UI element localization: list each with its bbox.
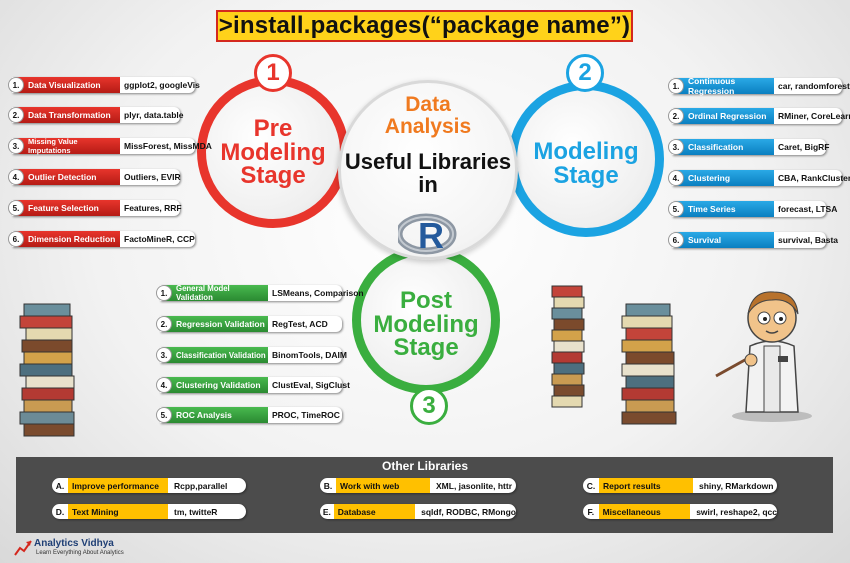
list-item: D. Text Mining tm, twitteR xyxy=(52,504,246,519)
stage-2-badge: 2 xyxy=(566,54,604,92)
list-item: 6. Survival survival, Basta xyxy=(668,232,838,248)
list-item: F. Miscellaneous swirl, reshape2, qcc xyxy=(583,504,777,519)
brand-name: Analytics Vidhya xyxy=(34,538,114,549)
list-item: E. Database sqldf, RODBC, RMongo xyxy=(320,504,516,519)
book-stack-illustration-middle xyxy=(550,284,586,429)
book-stack-illustration-right xyxy=(620,302,680,437)
post-modeling-stage-label: Post Modeling Stage xyxy=(373,287,479,362)
list-item: 1. General Model Validation LSMeans, Com… xyxy=(156,284,364,302)
center-subheading: Useful Libraries in xyxy=(338,150,518,196)
stage-1-badge: 1 xyxy=(254,54,292,92)
list-item: 3. Classification Caret, BigRF xyxy=(668,139,829,155)
page-title: >install.packages(“package name”) xyxy=(216,10,633,42)
teacher-character-illustration xyxy=(712,284,822,429)
center-line-3: Useful Libraries xyxy=(344,149,512,174)
list-item: 3. Classification Validation BinomTools,… xyxy=(156,347,347,363)
list-item: 6. Dimension Reduction FactoMineR, CCP xyxy=(8,231,195,247)
other-libraries-title: Other Libraries xyxy=(381,459,469,473)
list-item: 4. Clustering CBA, RankCluster xyxy=(668,170,850,186)
list-item: 1. Continuous Regression car, randomfore… xyxy=(668,76,850,96)
list-item: 4. Outlier Detection Outliers, EVIR xyxy=(8,169,181,185)
brand-tagline: Learn Everything About Analytics xyxy=(36,550,124,556)
brand-chart-icon xyxy=(14,540,32,556)
pre-modeling-stage-label: Pre Modeling Stage xyxy=(220,115,326,190)
book-stack-illustration-left xyxy=(18,300,80,455)
center-line-2: Analysis xyxy=(384,115,472,139)
r-logo-letter: R xyxy=(418,215,444,256)
list-item: 4. Clustering Validation ClustEval, SigC… xyxy=(156,377,350,393)
list-item: 1. Data Visualization ggplot2, googleVis xyxy=(8,77,200,93)
center-line-4: in xyxy=(418,172,438,198)
list-item: 2. Ordinal Regression RMiner, CoreLearn xyxy=(668,108,850,124)
analytics-vidhya-logo: Analytics Vidhya Learn Everything About … xyxy=(14,537,154,561)
stage-3-badge: 3 xyxy=(410,387,448,425)
modeling-stage-label: Modeling Stage xyxy=(533,138,639,189)
center-circle xyxy=(338,80,518,260)
list-item: 5. Feature Selection Features, RRF xyxy=(8,200,182,216)
center-heading: Data Analysis xyxy=(338,93,518,139)
other-libraries-panel xyxy=(16,457,833,533)
list-item: 3. Missing Value Imputations MissForest,… xyxy=(8,137,212,155)
list-item: 5. Time Series forecast, LTSA xyxy=(668,201,837,217)
list-item: 2. Regression Validation RegTest, ACD xyxy=(156,316,342,332)
list-item: 5. ROC Analysis PROC, TimeROC xyxy=(156,407,342,423)
list-item: C. Report results shiny, RMarkdown xyxy=(583,478,777,493)
r-logo: R xyxy=(395,212,460,258)
list-item: A. Improve performance Rcpp,parallel xyxy=(52,478,246,493)
center-line-1: Data xyxy=(405,93,451,116)
list-item: B. Work with web XML, jasonlite, httr xyxy=(320,478,516,493)
list-item: 2. Data Transformation plyr, data.table xyxy=(8,107,184,123)
